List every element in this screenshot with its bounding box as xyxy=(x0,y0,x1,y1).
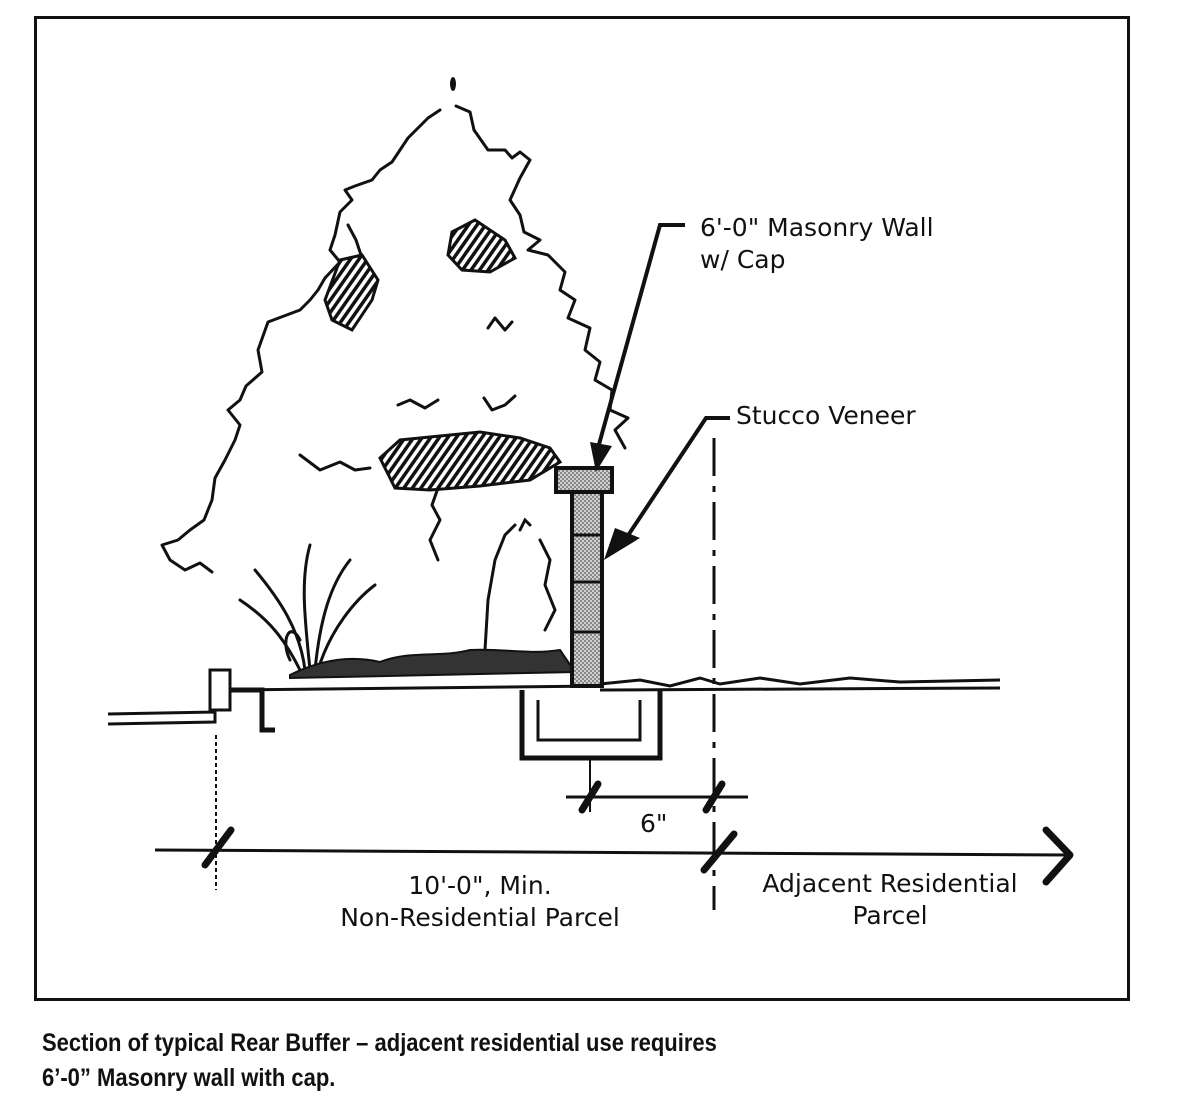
wall-cap xyxy=(554,466,614,494)
tree xyxy=(160,77,630,574)
wall-leader xyxy=(596,223,685,449)
caption-line1: Section of typical Rear Buffer – adjacen… xyxy=(42,1029,717,1057)
tick-6in-left xyxy=(578,780,602,814)
buffer-label-line1: 10'-0", Min. xyxy=(408,871,552,900)
tree-canopy-left xyxy=(160,108,442,574)
dimensions xyxy=(154,735,1074,890)
veneer-arrowhead xyxy=(604,528,640,560)
wall-arrowhead xyxy=(590,442,612,472)
adjacent-label-line2: Parcel xyxy=(852,901,928,930)
masonry-wall xyxy=(554,466,614,688)
dim-arrow-end xyxy=(1042,826,1074,886)
wall-label-line2: w/ Cap xyxy=(700,245,786,274)
tree-canopy-outline xyxy=(454,104,630,450)
ground-line-left xyxy=(107,710,217,726)
tree-top-dot xyxy=(450,77,456,91)
grade-right xyxy=(599,676,1001,688)
veneer-label: Stucco Veneer xyxy=(736,401,916,430)
grade-left xyxy=(234,684,601,692)
hatch-cluster-left xyxy=(323,253,380,332)
tick-main-right xyxy=(700,830,738,874)
buffer-label-line2: Non-Residential Parcel xyxy=(340,903,620,932)
leaders xyxy=(590,223,730,560)
veneer-leader xyxy=(623,416,730,542)
figure-caption: Section of typical Rear Buffer – adjacen… xyxy=(42,1026,717,1096)
diagram-frame xyxy=(34,16,1130,1001)
wall-label-line1: 6'-0" Masonry Wall xyxy=(700,213,934,242)
ground xyxy=(107,668,1001,733)
tree-shading xyxy=(323,218,563,492)
tick-6in-right xyxy=(702,780,726,814)
caption-line2: 6’-0” Masonry wall with cap. xyxy=(42,1064,336,1092)
tick-main-left xyxy=(201,826,235,869)
wall-body xyxy=(570,488,604,688)
groundcover xyxy=(289,648,577,680)
buffer-dimension-label: 10'-0", Min. Non-Residential Parcel xyxy=(300,870,660,934)
dim-line-main xyxy=(154,848,1071,857)
adjacent-parcel-label: Adjacent Residential Parcel xyxy=(740,868,1040,932)
adjacent-label-line1: Adjacent Residential xyxy=(762,869,1018,898)
wall-label: 6'-0" Masonry Wall w/ Cap xyxy=(700,212,934,276)
left-curb xyxy=(208,668,232,712)
shrubs xyxy=(238,517,557,672)
footing xyxy=(519,690,663,761)
hatch-cluster-bottom xyxy=(378,430,563,492)
hatch-cluster-top xyxy=(446,218,518,274)
offset-dimension-label: 6" xyxy=(640,809,668,838)
